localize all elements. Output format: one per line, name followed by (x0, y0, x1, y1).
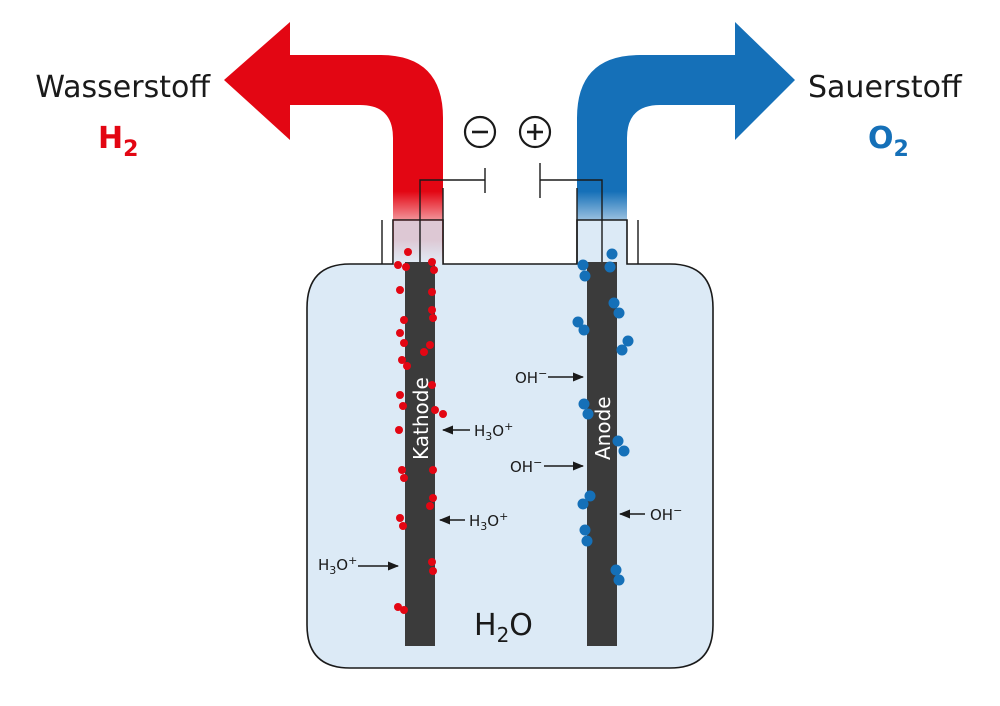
hydrogen-bubbles (394, 248, 447, 614)
hydrogen-name: Wasserstoff (35, 70, 211, 105)
power-wiring (419, 163, 603, 262)
oxygen-name: Sauerstoff (808, 70, 963, 105)
h3o-ion-label-1: H3O+ (474, 420, 513, 443)
oxygen-bubbles (572, 248, 634, 586)
water-vessel (306, 219, 714, 669)
h3o-ion-label-3: H3O+ (318, 554, 357, 577)
cathode-electrode (405, 262, 435, 646)
water-label: H2O (474, 608, 533, 647)
oh-ion-label-3: OH− (650, 504, 682, 524)
h3o-ion-label-2: H3O+ (469, 510, 508, 533)
anode-label: Anode (591, 396, 615, 460)
oh-ion-label-1: OH− (515, 367, 547, 387)
cathode-label: Kathode (409, 377, 433, 460)
anode-electrode (587, 262, 617, 646)
oxygen-arrow (577, 22, 795, 242)
hydrogen-formula: H2 (98, 121, 138, 162)
oxygen-formula: O2 (868, 121, 909, 162)
ion-arrows (358, 372, 645, 571)
oh-ion-label-2: OH− (510, 456, 542, 476)
minus-pole-icon (463, 115, 497, 149)
plus-pole-icon (518, 115, 552, 149)
hydrogen-arrow (224, 22, 443, 242)
